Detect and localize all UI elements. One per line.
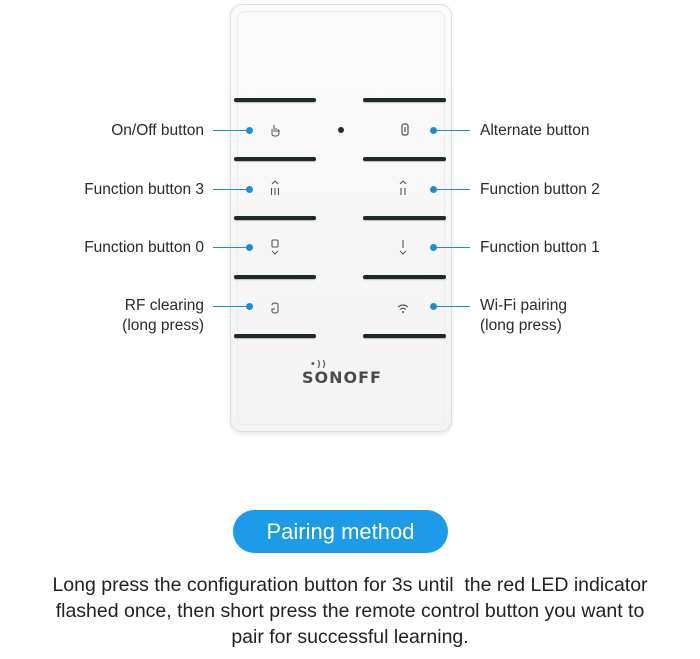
leader-dot [246,244,253,251]
function-button-1[interactable] [393,237,413,257]
leader-dot [430,303,437,310]
button-separator [363,275,446,279]
label-function-2: Function button 2 [480,181,600,198]
wifi-pairing-button[interactable] [393,298,413,318]
pairing-description: Long press the configuration button for … [0,572,700,650]
brand-text: SONOFF [302,368,382,387]
leader-dot [246,186,253,193]
leader-line [213,130,249,131]
label-function-0: Function button 0 [84,239,204,256]
label-function-3: Function button 3 [84,181,204,198]
label-line: Wi-Fi pairing [480,297,567,314]
function-button-2[interactable] [393,178,413,198]
function-button-3[interactable] [265,178,285,198]
label-wifi-pairing: Wi-Fi pairing (long press) [480,296,567,336]
rf-clear-icon [271,302,279,314]
leader-line [213,306,249,307]
leader-dot [246,127,253,134]
description-line: flashed once, then short press the remot… [55,600,645,622]
leader-dot [246,303,253,310]
button-separator [234,98,316,102]
function-button-0[interactable] [265,237,285,257]
description-line: pair for successful learning. [231,626,469,648]
button-separator [363,98,446,102]
label-function-1: Function button 1 [480,239,600,256]
toggle-icon [401,123,409,136]
power-hand-icon [271,125,280,137]
description-line: Long press the configuration button for … [52,574,648,596]
alternate-button[interactable] [395,120,415,140]
button-separator [234,216,316,220]
led-indicator [338,127,344,133]
leader-line [435,189,470,190]
button-separator [363,216,446,220]
button-separator [363,334,446,338]
label-line: (long press) [480,317,562,334]
label-alternate: Alternate button [480,122,590,139]
square-down-icon [271,239,279,255]
button-separator [234,334,316,338]
leader-line [435,247,470,248]
leader-dot [430,244,437,251]
leader-line [213,189,249,190]
three-bars-up-icon [270,180,280,195]
button-separator [234,157,316,161]
wifi-icon [397,304,409,313]
button-separator [363,157,446,161]
label-line: (long press) [122,317,204,334]
button-separator [234,275,316,279]
pairing-method-badge: Pairing method [233,510,448,553]
leader-line [435,306,470,307]
brand-logo: •)) SONOFF [302,360,382,387]
leader-dot [430,127,437,134]
label-on-off: On/Off button [111,122,204,139]
leader-dot [430,186,437,193]
leader-line [213,247,249,248]
label-line: RF clearing [124,297,204,314]
rf-clearing-button[interactable] [265,298,285,318]
bar-down-icon [399,240,407,255]
label-rf-clearing: RF clearing (long press) [122,296,204,336]
two-bars-up-icon [399,180,407,195]
leader-line [435,130,470,131]
on-off-button[interactable] [265,120,285,140]
signal-icon: •)) [310,360,327,370]
